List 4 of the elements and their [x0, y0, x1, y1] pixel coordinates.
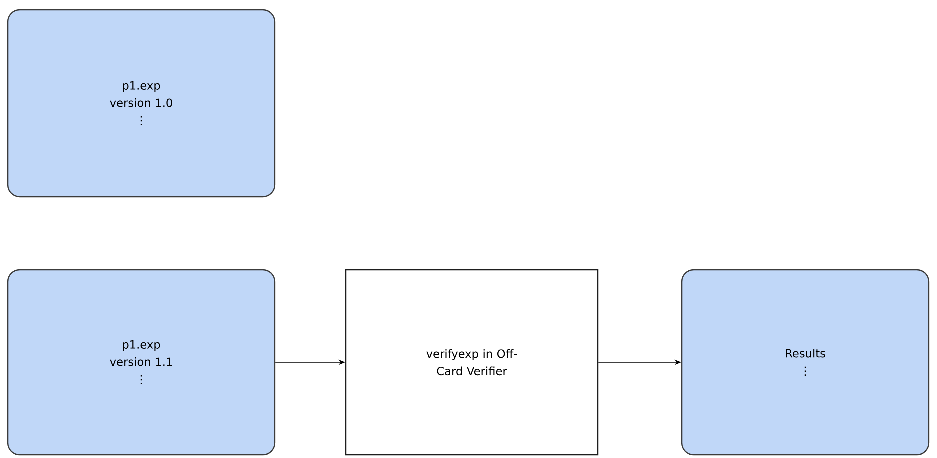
rounded-box: Results ⋮ — [681, 269, 930, 456]
process-box: verifyexp in Off-Card Verifier — [345, 269, 599, 456]
rounded-box: p1.exp version 1.1 ⋮ — [7, 269, 276, 456]
rounded-box: p1.exp version 1.0 ⋮ — [7, 9, 276, 198]
